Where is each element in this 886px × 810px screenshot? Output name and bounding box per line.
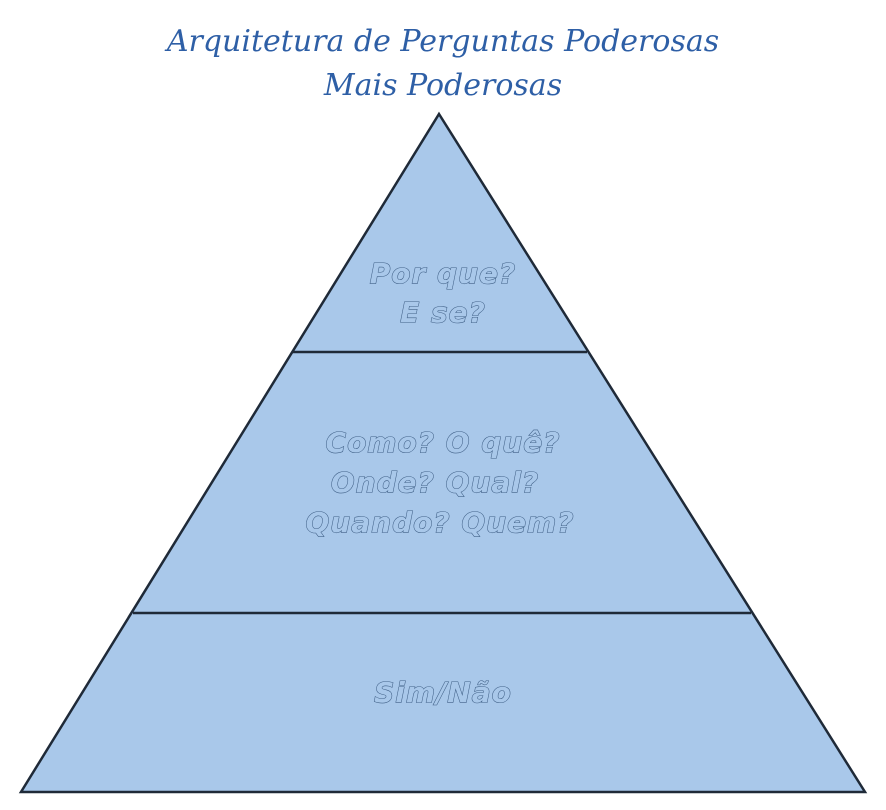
tier-bottom-line-1: Sim/Não bbox=[374, 676, 512, 709]
tier-middle-line-3: Quando? Quem? bbox=[306, 506, 575, 539]
tier-top-line-1: Por que? bbox=[370, 257, 517, 290]
diagram-title-line-2: Mais Poderosas bbox=[323, 68, 563, 103]
tier-top-line-2: E se? bbox=[400, 296, 486, 329]
tier-middle-line-2: Onde? Qual? bbox=[331, 466, 539, 499]
diagram-title-line-1: Arquitetura de Perguntas Poderosas bbox=[166, 24, 720, 59]
pyramid-body bbox=[18, 111, 868, 794]
tier-middle-line-1: Como? O quê? bbox=[326, 426, 561, 459]
